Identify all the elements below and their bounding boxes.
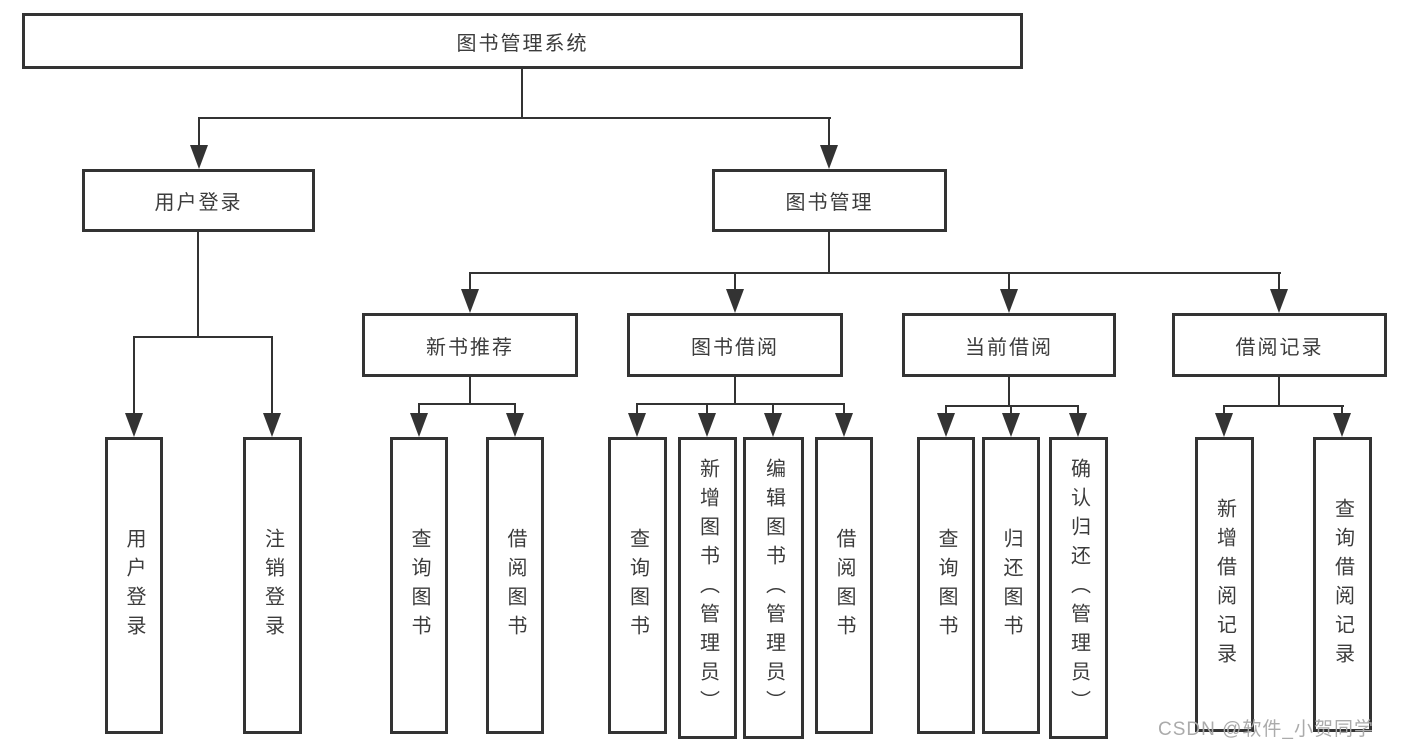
node-user-login: 用户登录 [82,169,315,232]
connector-user-hline [133,336,273,338]
connector-current-stub-3 [1077,405,1079,415]
connector-newbook-hline [418,403,516,405]
leaf-newbook-query-books: 查询图书 [390,437,448,734]
leaf-newbook-borrow-books: 借阅图书 [486,437,544,734]
connector-root-stub-left [198,117,200,148]
connector-newbook-stub-2 [514,403,516,415]
connector-current-hline [945,405,1079,407]
connector-mgmt-stub-4 [1278,272,1280,292]
connector-borrow-stem [734,377,736,405]
connector-newbook-stub-1 [418,403,420,415]
connector-mgmt-stub-3 [1008,272,1010,292]
arrow-to-borrow-borrow [835,413,853,437]
connector-user-stem [197,232,199,338]
connector-records-stub-1 [1223,405,1225,415]
arrow-to-leaf-user-login [125,413,143,437]
connector-newbook-stem [469,377,471,405]
node-book-management: 图书管理 [712,169,947,232]
leaf-borrow-borrow-books: 借阅图书 [815,437,873,734]
leaf-borrow-edit-books-admin: 编辑图书（管理员） [743,437,804,739]
arrow-to-new-book-recommendation [461,289,479,313]
connector-root-stem [521,69,523,119]
connector-records-hline [1223,405,1344,407]
connector-records-stub-2 [1341,405,1343,415]
connector-user-stub-2 [271,336,273,414]
leaf-current-query-books: 查询图书 [917,437,975,734]
connector-borrow-stub-1 [636,403,638,415]
node-current-borrowing: 当前借阅 [902,313,1116,377]
arrow-to-borrowing-records [1270,289,1288,313]
connector-borrow-stub-3 [772,403,774,415]
arrow-to-book-management [820,145,838,169]
leaf-current-return-books: 归还图书 [982,437,1040,734]
leaf-borrow-query-books: 查询图书 [608,437,667,734]
arrow-to-current-confirm [1069,413,1087,437]
connector-current-stub-2 [1010,405,1012,415]
arrow-to-newbook-query [410,413,428,437]
node-book-borrowing: 图书借阅 [627,313,843,377]
arrow-to-current-return [1002,413,1020,437]
leaf-records-query-record: 查询借阅记录 [1313,437,1372,732]
connector-mgmt-stem [828,232,830,274]
leaf-current-confirm-return-admin: 确认归还（管理员） [1049,437,1108,739]
connector-records-stem [1278,377,1280,407]
connector-mgmt-stub-2 [734,272,736,292]
connector-borrow-hline [636,403,845,405]
csdn-watermark: CSDN @软件_小贺同学 [1158,719,1374,740]
arrow-to-records-query [1333,413,1351,437]
arrow-to-current-borrowing [1000,289,1018,313]
node-new-book-recommendation: 新书推荐 [362,313,578,377]
arrow-to-borrow-edit [764,413,782,437]
connector-mgmt-stub-1 [469,272,471,292]
leaf-records-add-record: 新增借阅记录 [1195,437,1254,732]
connector-mgmt-hline [469,272,1281,274]
arrow-to-leaf-logout [263,413,281,437]
connector-borrow-stub-2 [706,403,708,415]
node-borrowing-records: 借阅记录 [1172,313,1387,377]
connector-root-stub-right [828,117,830,148]
arrow-to-records-add [1215,413,1233,437]
connector-root-hline [198,117,831,119]
leaf-borrow-add-books-admin: 新增图书（管理员） [678,437,737,739]
leaf-user-login: 用户登录 [105,437,163,734]
leaf-logout: 注销登录 [243,437,302,734]
arrow-to-user-login [190,145,208,169]
arrow-to-borrow-add [698,413,716,437]
connector-current-stub-1 [945,405,947,415]
connector-user-stub-1 [133,336,135,414]
arrow-to-book-borrowing [726,289,744,313]
arrow-to-borrow-query [628,413,646,437]
connector-borrow-stub-4 [843,403,845,415]
node-book-management-system: 图书管理系统 [22,13,1023,69]
connector-current-stem [1008,377,1010,407]
arrow-to-newbook-borrow [506,413,524,437]
arrow-to-current-query [937,413,955,437]
